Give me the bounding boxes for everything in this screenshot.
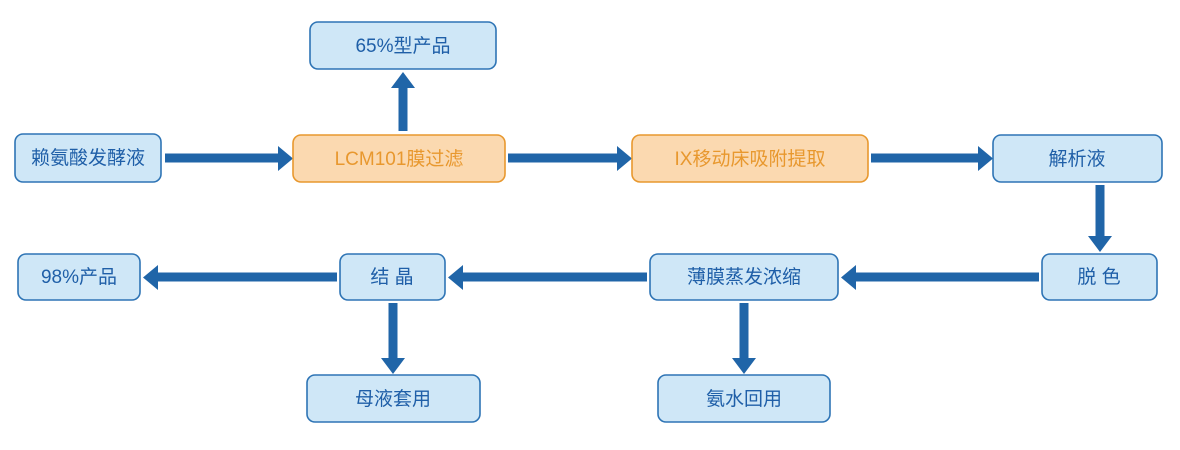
node-eluate-box[interactable]: [992, 134, 1163, 183]
node-lcm101-box[interactable]: [292, 134, 506, 183]
node-product65[interactable]: 65%型产品: [309, 21, 497, 70]
edge-feed-to-lcm101: [165, 146, 293, 171]
node-ammonia-label: 氨水回用: [706, 388, 782, 410]
node-motherliq-box[interactable]: [306, 374, 481, 423]
node-layer: 65%型产品 赖氨酸发酵液 LCM101膜过滤 IX移动床吸附提取 解析液 脱: [14, 21, 1163, 423]
node-eluate[interactable]: 解析液: [992, 134, 1163, 183]
node-decolor-label: 脱 色: [1077, 266, 1120, 288]
node-decolor[interactable]: 脱 色: [1041, 253, 1158, 301]
edge-evaporate-to-crystallize: [448, 265, 647, 290]
node-lcm101-label: LCM101膜过滤: [335, 148, 464, 170]
node-decolor-box[interactable]: [1041, 253, 1158, 301]
node-product65-label: 65%型产品: [355, 35, 450, 57]
node-product98[interactable]: 98%产品: [17, 253, 141, 301]
node-ammonia[interactable]: 氨水回用: [657, 374, 831, 423]
node-product65-box[interactable]: [309, 21, 497, 70]
edge-crystallize-to-product98: [143, 265, 337, 290]
node-product98-box[interactable]: [17, 253, 141, 301]
node-motherliq-label: 母液套用: [355, 388, 431, 410]
node-ix-label: IX移动床吸附提取: [675, 148, 826, 170]
edge-lcm101-to-ix: [508, 146, 632, 171]
node-ammonia-box[interactable]: [657, 374, 831, 423]
edge-crystallize-to-motherliq: [381, 303, 405, 374]
node-crystallize-box[interactable]: [339, 253, 446, 301]
node-feed-box[interactable]: [14, 133, 162, 183]
edge-ix-to-eluate: [871, 146, 993, 171]
node-product98-label: 98%产品: [41, 266, 117, 288]
node-crystallize-label: 结 晶: [370, 266, 413, 288]
node-eluate-label: 解析液: [1048, 148, 1105, 170]
node-crystallize[interactable]: 结 晶: [339, 253, 446, 301]
edge-layer: [143, 72, 1112, 374]
node-feed[interactable]: 赖氨酸发酵液: [14, 133, 162, 183]
node-evaporate-label: 薄膜蒸发浓缩: [687, 266, 801, 288]
edge-eluate-to-decolor: [1088, 185, 1112, 252]
edge-evaporate-to-ammonia: [732, 303, 756, 374]
node-evaporate[interactable]: 薄膜蒸发浓缩: [649, 253, 839, 301]
node-evaporate-box[interactable]: [649, 253, 839, 301]
edge-lcm101-to-product65: [391, 72, 415, 131]
node-motherliq[interactable]: 母液套用: [306, 374, 481, 423]
node-ix-box[interactable]: [631, 134, 869, 183]
node-ix[interactable]: IX移动床吸附提取: [631, 134, 869, 183]
node-feed-label: 赖氨酸发酵液: [31, 147, 145, 169]
node-lcm101[interactable]: LCM101膜过滤: [292, 134, 506, 183]
edge-decolor-to-evaporate: [841, 265, 1039, 290]
